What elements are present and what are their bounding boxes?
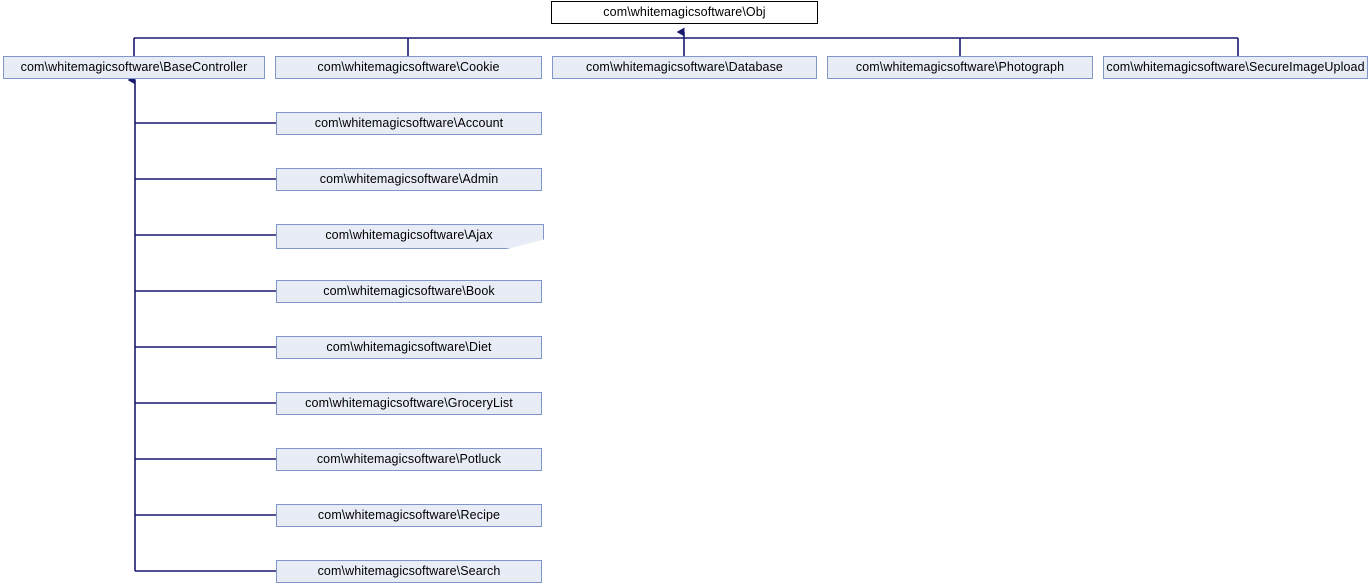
class-node-basecontroller[interactable]: com\whitemagicsoftware\BaseController (3, 56, 265, 79)
class-node-ajax[interactable]: com\whitemagicsoftware\Ajax (276, 224, 544, 249)
class-node-recipe[interactable]: com\whitemagicsoftware\Recipe (276, 504, 542, 527)
class-node-label: com\whitemagicsoftware\BaseController (20, 60, 248, 75)
class-node-book[interactable]: com\whitemagicsoftware\Book (276, 280, 542, 303)
class-node-label: com\whitemagicsoftware\Search (317, 564, 501, 579)
class-node-grocerylist[interactable]: com\whitemagicsoftware\GroceryList (276, 392, 542, 415)
class-node-label: com\whitemagicsoftware\Account (314, 116, 504, 131)
class-node-search[interactable]: com\whitemagicsoftware\Search (276, 560, 542, 583)
class-node-photograph[interactable]: com\whitemagicsoftware\Photograph (827, 56, 1093, 79)
class-node-label: com\whitemagicsoftware\Ajax (325, 228, 493, 243)
class-node-label: com\whitemagicsoftware\Book (323, 284, 495, 299)
class-node-database[interactable]: com\whitemagicsoftware\Database (552, 56, 817, 79)
class-node-secureimageupload[interactable]: com\whitemagicsoftware\SecureImageUpload (1103, 56, 1368, 79)
truncated-corner-icon (276, 224, 544, 249)
class-node-potluck[interactable]: com\whitemagicsoftware\Potluck (276, 448, 542, 471)
class-node-label: com\whitemagicsoftware\SecureImageUpload (1106, 60, 1365, 75)
class-node-account[interactable]: com\whitemagicsoftware\Account (276, 112, 542, 135)
class-node-label: com\whitemagicsoftware\Admin (319, 172, 499, 187)
class-node-admin[interactable]: com\whitemagicsoftware\Admin (276, 168, 542, 191)
class-node-label: com\whitemagicsoftware\Photograph (855, 60, 1065, 75)
class-node-diet[interactable]: com\whitemagicsoftware\Diet (276, 336, 542, 359)
class-node-obj[interactable]: com\whitemagicsoftware\Obj (551, 1, 818, 24)
class-node-label: com\whitemagicsoftware\Obj (603, 5, 766, 20)
class-node-label: com\whitemagicsoftware\Diet (326, 340, 492, 355)
class-node-cookie[interactable]: com\whitemagicsoftware\Cookie (275, 56, 542, 79)
class-node-label: com\whitemagicsoftware\Recipe (317, 508, 501, 523)
class-node-label: com\whitemagicsoftware\GroceryList (305, 396, 513, 411)
class-node-label: com\whitemagicsoftware\Potluck (316, 452, 502, 467)
class-node-label: com\whitemagicsoftware\Cookie (317, 60, 500, 75)
class-node-label: com\whitemagicsoftware\Database (586, 60, 783, 75)
